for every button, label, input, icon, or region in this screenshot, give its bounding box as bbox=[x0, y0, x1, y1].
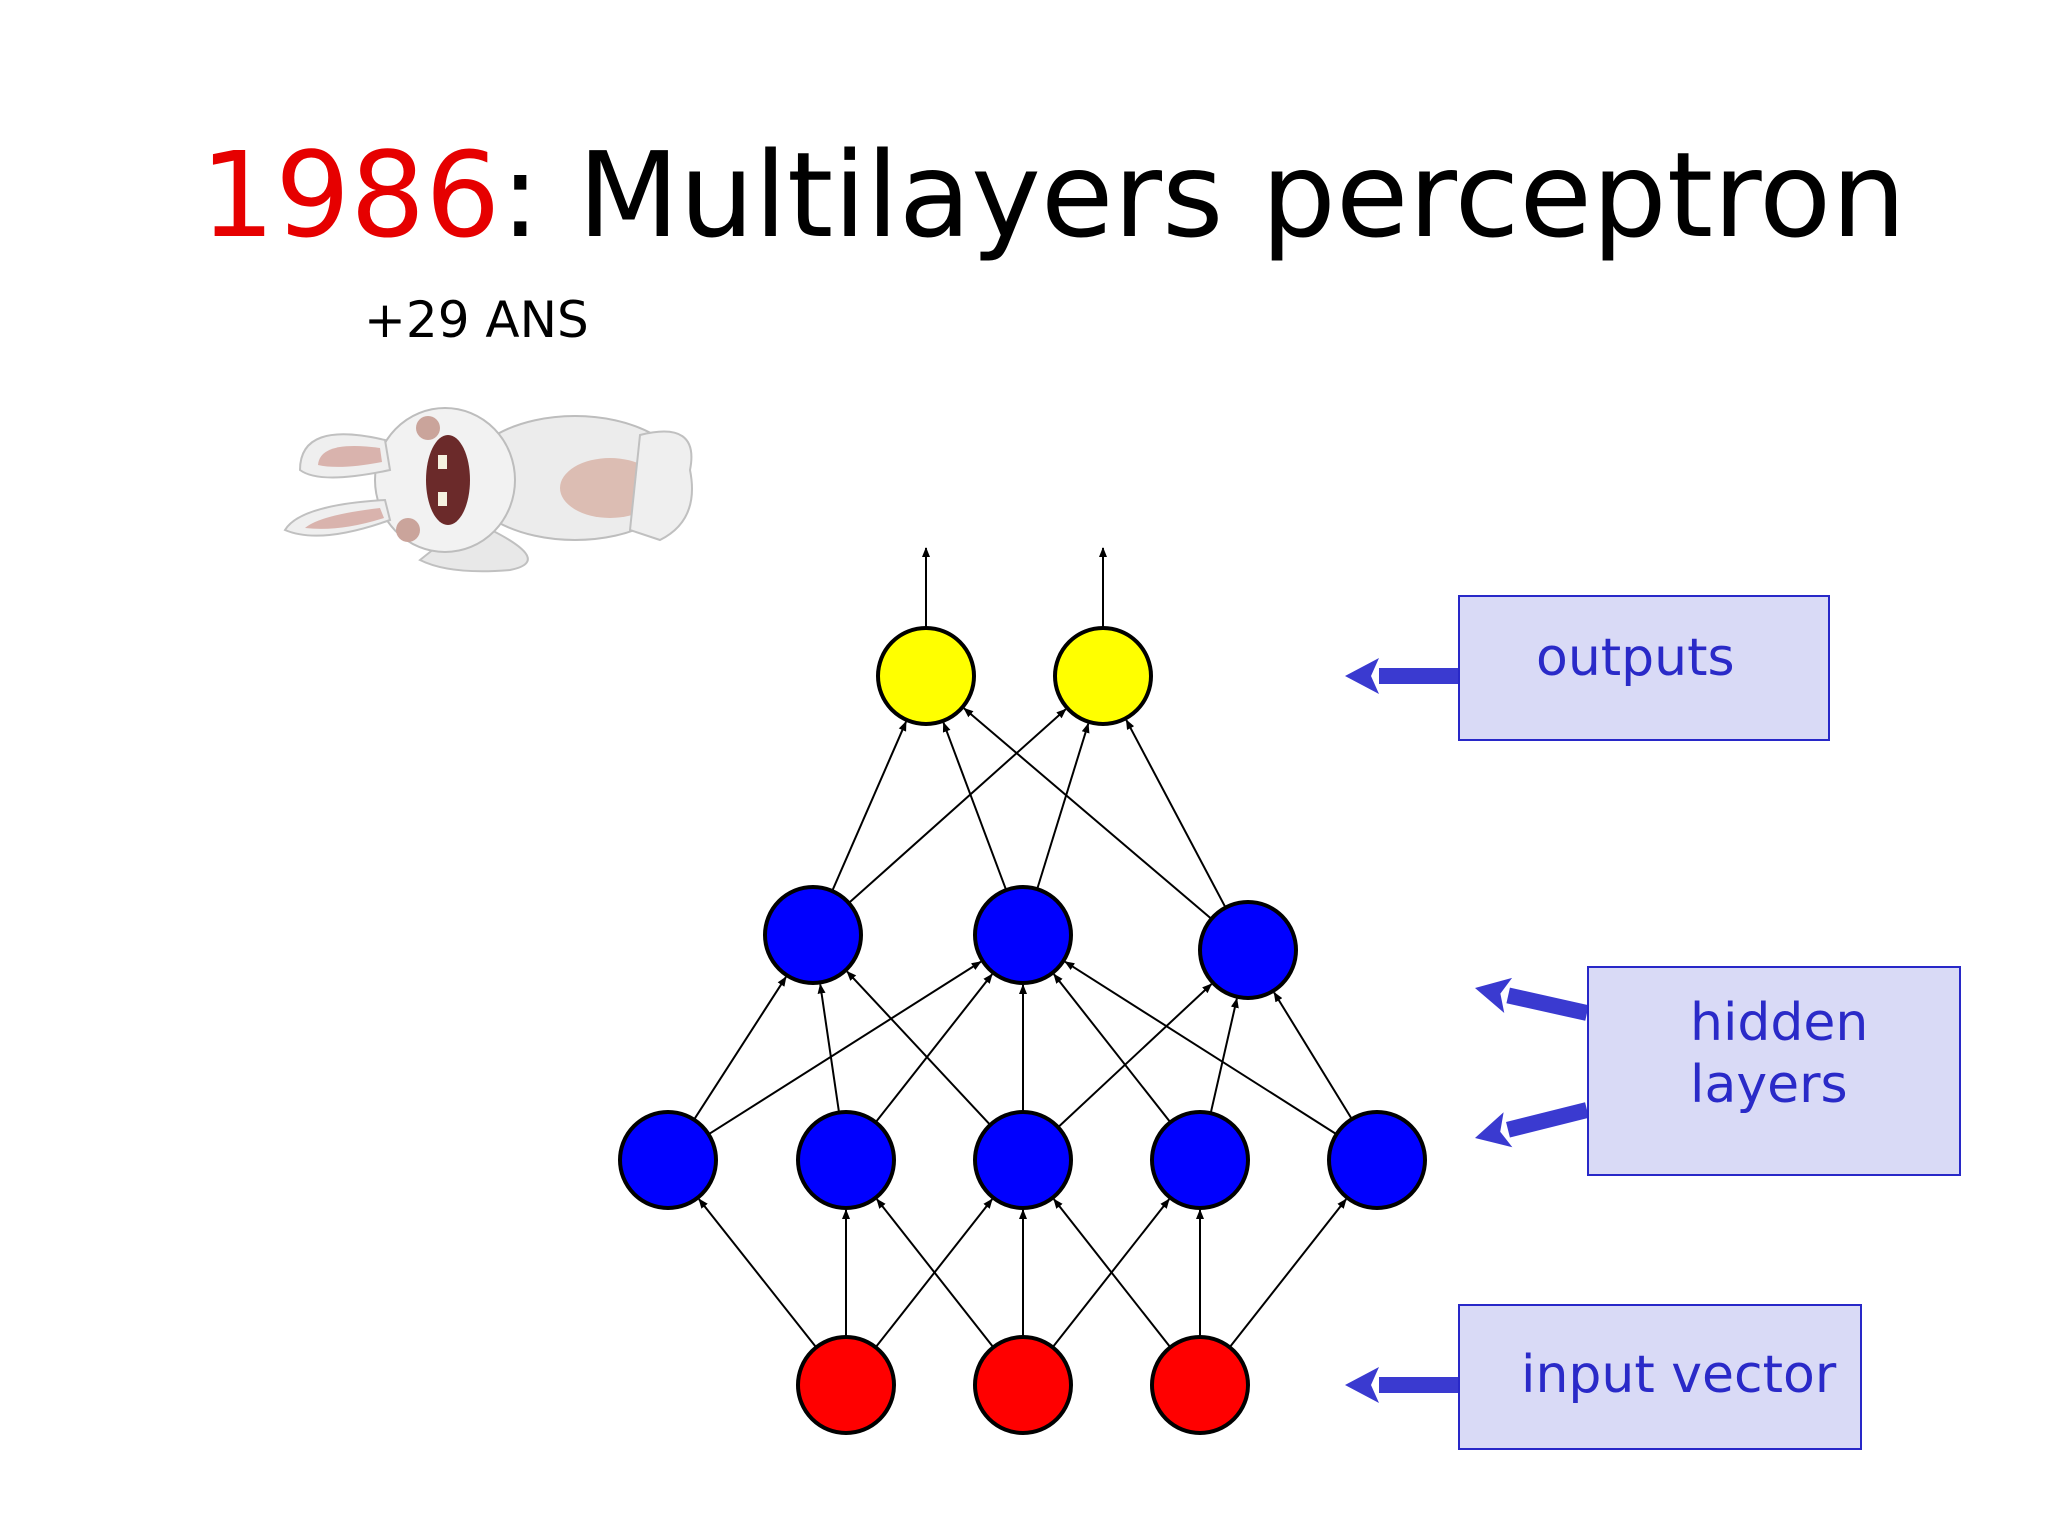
hidden-label-line2: layers bbox=[1690, 1055, 1848, 1115]
output-node-0 bbox=[876, 626, 976, 726]
hidden-label-line1: hidden bbox=[1690, 993, 1869, 1053]
edge-hidden2-2-to-output-0 bbox=[963, 707, 1213, 920]
input-vector-label-box: input vector bbox=[1458, 1304, 1862, 1450]
output-node-1 bbox=[1053, 626, 1153, 726]
edge-input-2-to-hidden1-4 bbox=[1228, 1198, 1347, 1348]
input-vector-label: input vector bbox=[1521, 1345, 1837, 1405]
edge-hidden1-2-to-hidden2-2 bbox=[1057, 983, 1213, 1128]
outputs-label-arrow bbox=[1345, 658, 1458, 694]
hidden2-node-1 bbox=[973, 885, 1073, 985]
edge-hidden2-1-to-output-0 bbox=[942, 721, 1008, 891]
edge-hidden2-0-to-output-0 bbox=[831, 720, 907, 892]
hidden1-node-4 bbox=[1327, 1110, 1427, 1210]
edge-hidden1-2-to-hidden2-0 bbox=[846, 970, 991, 1126]
network-nodes bbox=[618, 626, 1427, 1435]
input-label-arrow bbox=[1345, 1367, 1458, 1403]
hidden-label-arrow-1 bbox=[1475, 977, 1589, 1021]
hidden-label-arrow-2 bbox=[1475, 1102, 1589, 1148]
hidden2-node-2 bbox=[1198, 900, 1298, 1000]
network-edges bbox=[693, 547, 1353, 1348]
input-node-1 bbox=[973, 1335, 1073, 1435]
subtitle: +29 ANS bbox=[364, 291, 589, 349]
title-year: 1986 bbox=[200, 126, 501, 264]
title-text: : Multilayers perceptron bbox=[500, 126, 1906, 264]
hidden2-node-0 bbox=[763, 885, 863, 985]
edge-input-0-to-hidden1-0 bbox=[698, 1198, 818, 1348]
edge-input-1-to-hidden1-1 bbox=[876, 1198, 995, 1348]
input-node-2 bbox=[1150, 1335, 1250, 1435]
edge-hidden2-2-to-output-1 bbox=[1125, 719, 1227, 909]
edge-hidden1-1-to-hidden2-1 bbox=[874, 973, 993, 1123]
hidden1-node-0 bbox=[618, 1110, 718, 1210]
edge-hidden1-4-to-hidden2-1 bbox=[1064, 960, 1338, 1136]
edge-hidden2-1-to-output-1 bbox=[1036, 722, 1090, 890]
edge-hidden1-3-to-hidden2-2 bbox=[1209, 997, 1239, 1114]
edge-hidden1-0-to-hidden2-0 bbox=[693, 976, 787, 1121]
edge-hidden1-0-to-hidden2-1 bbox=[708, 960, 982, 1136]
hidden1-node-2 bbox=[973, 1110, 1073, 1210]
slide-title: 1986: Multilayers perceptron bbox=[200, 120, 1906, 270]
edge-hidden2-0-to-output-1 bbox=[848, 708, 1067, 904]
outputs-label: outputs bbox=[1536, 628, 1735, 688]
edge-hidden1-1-to-hidden2-0 bbox=[817, 983, 841, 1113]
input-node-0 bbox=[796, 1335, 896, 1435]
hidden1-node-3 bbox=[1150, 1110, 1250, 1210]
edge-input-2-to-hidden1-2 bbox=[1053, 1198, 1172, 1348]
edge-hidden1-3-to-hidden2-1 bbox=[1053, 973, 1172, 1123]
rabbit-illustration bbox=[283, 407, 693, 573]
label-arrows bbox=[1345, 658, 1589, 1403]
hidden1-node-1 bbox=[796, 1110, 896, 1210]
outputs-label-box: outputs bbox=[1458, 595, 1830, 741]
edge-hidden1-4-to-hidden2-2 bbox=[1273, 991, 1353, 1120]
